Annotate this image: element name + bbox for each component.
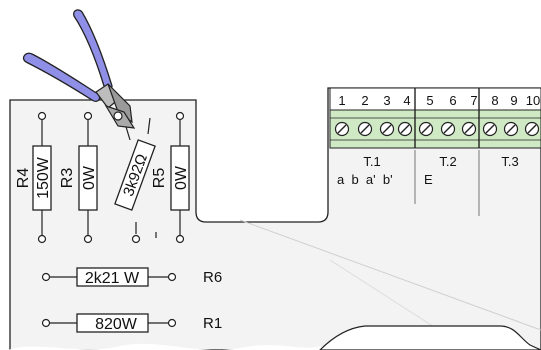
torn-edge-right <box>319 325 541 350</box>
terminal-number: 7 <box>470 93 477 108</box>
screw-icon[interactable] <box>418 121 434 137</box>
screw-icon[interactable] <box>334 121 350 137</box>
screw-icon[interactable] <box>461 121 477 137</box>
terminal-number: 6 <box>449 93 456 108</box>
terminal-number: 9 <box>510 93 517 108</box>
terminal-number: 3 <box>383 93 390 108</box>
resistor-value: 0W <box>173 165 190 190</box>
resistor-value: 2k21 W <box>85 270 140 287</box>
terminal-number: 1 <box>338 93 345 108</box>
resistor-r3[interactable]: 0W R3 <box>59 111 98 244</box>
board-reflection-line <box>239 219 541 331</box>
screw-icon[interactable] <box>524 121 540 137</box>
screw-icon[interactable] <box>397 121 413 137</box>
resistor-value: 820W <box>95 316 138 333</box>
terminal-number: 2 <box>361 93 368 108</box>
terminal-group-label: T.3 <box>501 154 518 169</box>
screw-icon[interactable] <box>357 121 373 137</box>
resistor-value: 150W <box>35 156 52 199</box>
terminal-group-label: T.2 <box>439 154 456 169</box>
resistor-value: 0W <box>81 165 98 190</box>
screw-icon[interactable] <box>482 121 498 137</box>
resistor-ref: R6 <box>203 269 222 286</box>
terminal-number: 10 <box>526 93 540 108</box>
resistor-ref: R5 <box>151 168 168 189</box>
terminal-group-label: T.1 <box>363 154 380 169</box>
terminal-number: 4 <box>403 93 410 108</box>
terminal-number-row: 1 2 3 4 5 6 7 8 9 10 <box>338 93 540 108</box>
terminal-block: 1 2 3 4 5 6 7 8 9 10 <box>329 87 541 216</box>
wire-cutter-icon[interactable] <box>22 9 136 129</box>
torn-edge <box>8 343 325 350</box>
terminal-number: 8 <box>491 93 498 108</box>
resistor-ref: R4 <box>15 168 32 189</box>
resistor-r5[interactable]: 0W R5 <box>151 111 190 244</box>
screw-icon[interactable] <box>440 121 456 137</box>
resistor-r1[interactable]: 820W R1 <box>41 313 223 333</box>
resistor-ref: R1 <box>203 315 222 332</box>
resistor-r6[interactable]: 2k21 W R6 <box>41 267 223 287</box>
resistor-r4[interactable]: 150W R4 <box>15 111 52 244</box>
resistor-ref: R3 <box>59 168 76 189</box>
screw-icon[interactable] <box>503 121 519 137</box>
terminal-pin-labels: E <box>424 172 433 187</box>
screw-icon[interactable] <box>379 121 395 137</box>
terminal-screws <box>334 121 540 137</box>
terminal-pin-labels: a b a' b' <box>337 172 393 187</box>
terminal-number: 5 <box>426 93 433 108</box>
